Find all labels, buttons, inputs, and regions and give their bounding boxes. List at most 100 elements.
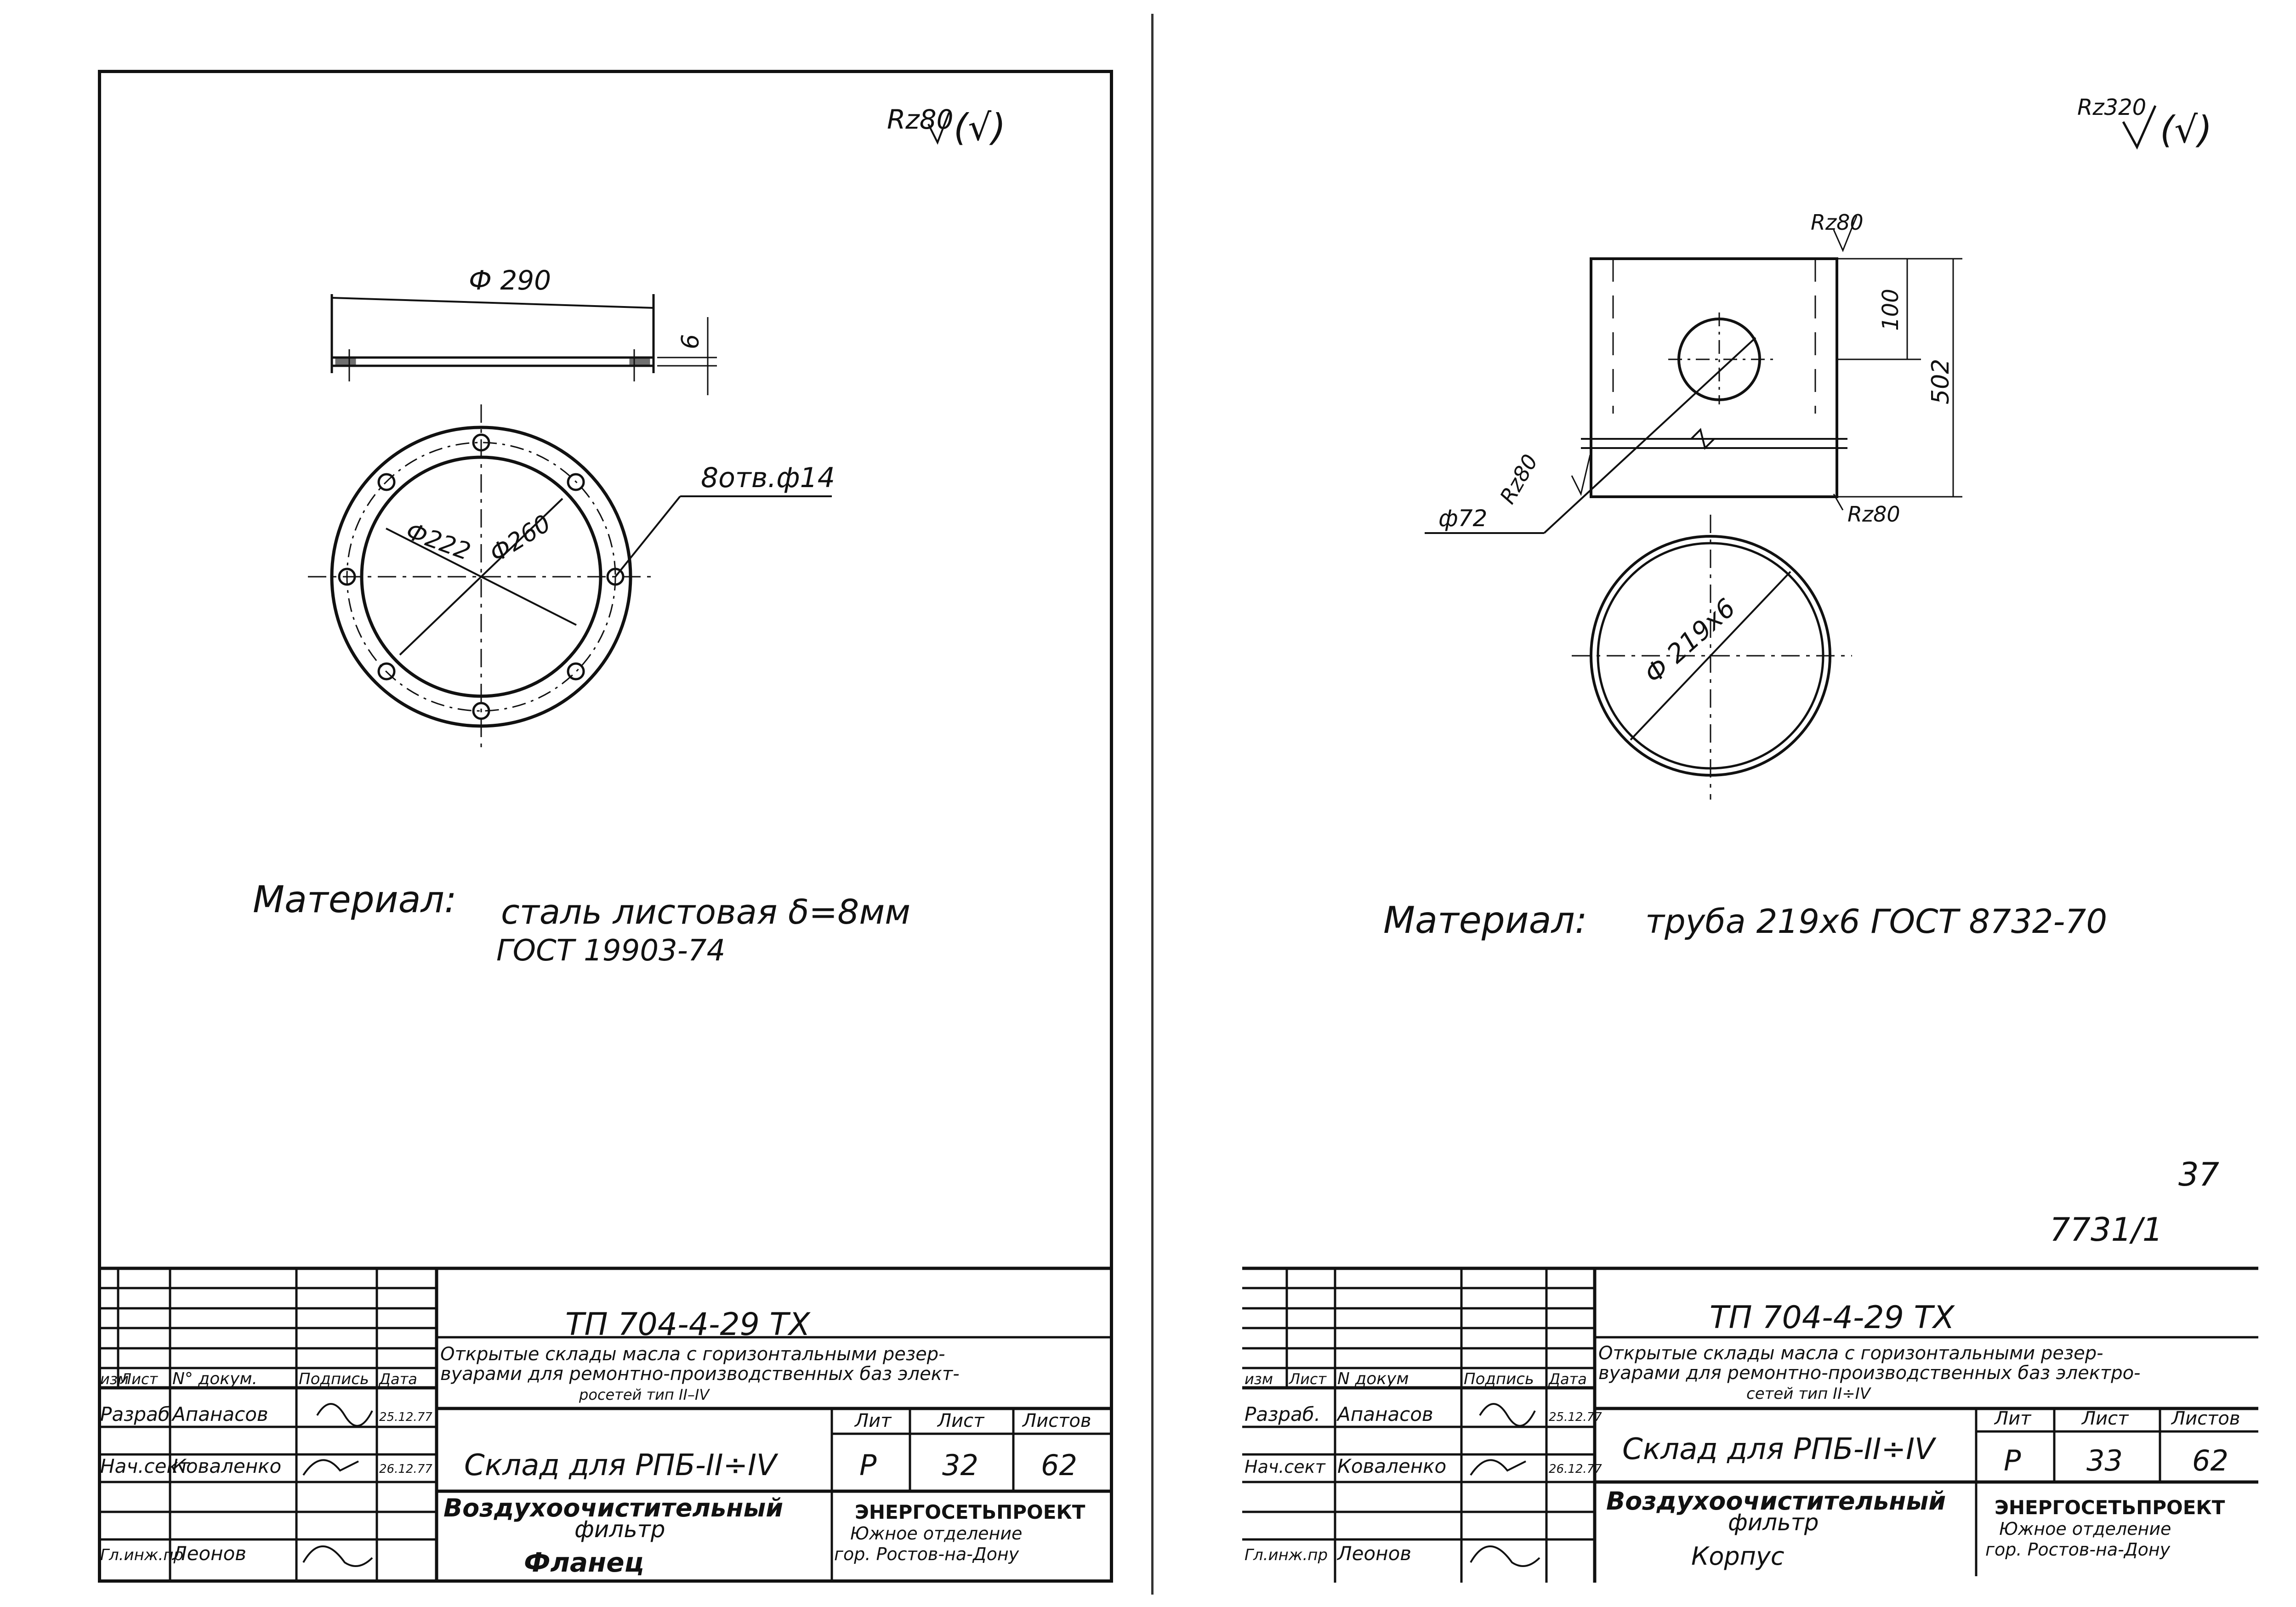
dim-inner-diameter: Ф222: [403, 517, 474, 566]
name-section-head: Коваленко: [172, 1455, 281, 1477]
hdr-izm-pipe: изм: [1245, 1370, 1273, 1388]
flange-drawing: [308, 112, 950, 749]
dim-length: 502: [1927, 359, 1955, 404]
pipe-dia-line: [1630, 571, 1791, 741]
date-developer: 25.12.77: [379, 1410, 432, 1424]
hdr-sheets: Листов: [1022, 1410, 1091, 1431]
drawing-sheet-flange: [98, 70, 1113, 1583]
bolt-hole: [567, 662, 585, 681]
material-spec-pipe: труба 219х6 ГОСТ 8732-70: [1645, 902, 2107, 941]
name-developer: Апанасов: [171, 1403, 268, 1425]
binding-divider: [1151, 14, 1154, 1595]
material-spec: сталь листовая δ=8мм: [501, 892, 910, 932]
bolt-hole: [567, 473, 585, 491]
sheet-number-pipe: 33: [2086, 1444, 2123, 1477]
hdr-sign: Подпись: [299, 1370, 369, 1388]
dim-thickness: 6: [677, 334, 705, 349]
signatures-left: [302, 1403, 373, 1567]
org-name: ЭНЕРГОСЕТЬПРОЕКТ: [855, 1501, 1085, 1523]
rz-bottom: Rz80: [1847, 502, 1900, 527]
org-department: Южное отделение: [850, 1523, 1022, 1544]
doc-code-pipe: ТП 704-4-29 ТХ: [1710, 1300, 1955, 1336]
dim-holes: 8отв.ф14: [701, 462, 835, 494]
hdr-list: Лист: [120, 1370, 158, 1388]
bolt-hole: [377, 662, 396, 681]
project-title-line3: росетей тип II–IV: [579, 1386, 710, 1403]
name-chief-engineer: Леонов: [171, 1542, 246, 1565]
dim-hole-diameter: ф72: [1438, 505, 1487, 532]
sheets-total: 62: [1041, 1448, 1077, 1482]
pipe-side-view: [1590, 257, 1838, 498]
rz-left: Rz80: [1495, 450, 1543, 508]
project-title-line2-pipe: вуарами для ремонтно-производственных ба…: [1598, 1363, 2141, 1384]
hdr-doc: N° докум.: [172, 1369, 257, 1388]
material-label-pipe: Материал:: [1383, 899, 1587, 942]
bolt-hole: [338, 568, 356, 586]
sheets-total-pipe: 62: [2192, 1444, 2228, 1477]
product-name-line1-pipe: Воздухоочистительный: [1606, 1487, 1946, 1516]
org-city: гор. Ростов-на-Дону: [834, 1544, 1019, 1564]
part-name-pipe: Корпус: [1691, 1542, 1785, 1571]
role-developer: Разраб: [100, 1403, 170, 1425]
page-number: 37: [2178, 1156, 2219, 1193]
doc-code: ТП 704-4-29 ТХ: [565, 1306, 811, 1343]
hdr-date: Дата: [378, 1370, 417, 1388]
product-name-line2-pipe: фильтр: [1728, 1509, 1819, 1536]
name-developer-pipe: Апанасов: [1336, 1403, 1433, 1425]
object-name: Склад для РПБ-II÷IV: [464, 1448, 779, 1482]
project-title-line1-pipe: Открытые склады масла с горизонтальными …: [1598, 1343, 2103, 1364]
bolt-hole: [606, 568, 625, 586]
bolt-hole: [472, 702, 490, 720]
hdr-date-pipe: Дата: [1548, 1370, 1587, 1388]
bolt-holes: [338, 433, 625, 720]
org-name-pipe: ЭНЕРГОСЕТЬПРОЕКТ: [1995, 1496, 2225, 1519]
roughness-check-pipe: (√): [2160, 108, 2212, 151]
dim-hole-offset: 100: [1878, 289, 1904, 331]
rz-top: Rz80: [1811, 210, 1864, 235]
product-name-line1: Воздухоочистительный: [443, 1493, 783, 1522]
letter-value: Р: [859, 1448, 877, 1482]
bolt-hole: [472, 433, 490, 452]
role-chief-engineer-pipe: Гл.инж.пр: [1245, 1546, 1328, 1564]
object-name-pipe: Склад для РПБ-II÷IV: [1622, 1432, 1937, 1466]
product-name-line2: фильтр: [574, 1516, 665, 1543]
date-section-head-pipe: 26.12.77: [1549, 1462, 1602, 1476]
title-block-left: [98, 1266, 1113, 1583]
org-department-pipe: Южное отделение: [1999, 1519, 2171, 1539]
bolt-circle-dia-line: [399, 498, 563, 656]
hdr-sheet: Лист: [937, 1410, 985, 1431]
hdr-doc-pipe: N докум: [1337, 1369, 1409, 1388]
hdr-lit-pipe: Лит: [1994, 1408, 2032, 1429]
title-block-right: [1242, 1266, 2258, 1583]
dim-bolt-circle: Ф260: [485, 510, 556, 568]
signature-developer: [316, 1403, 373, 1427]
signature-developer-pipe: [1479, 1403, 1536, 1427]
part-name: Фланец: [524, 1547, 644, 1578]
date-section-head: 26.12.77: [379, 1462, 432, 1476]
hdr-sign-pipe: Подпись: [1464, 1370, 1534, 1388]
hdr-list-pipe: Лист: [1289, 1370, 1327, 1388]
signature-chief-engineer: [302, 1545, 373, 1567]
flange-side-view: [330, 356, 655, 367]
signature-chief-engineer-pipe: [1470, 1545, 1540, 1567]
project-title-line3-pipe: сетей тип II÷IV: [1746, 1385, 1872, 1403]
role-section-head: Нач.сект: [100, 1455, 190, 1477]
hdr-sheet-pipe: Лист: [2081, 1408, 2129, 1429]
letter-value-pipe: Р: [2004, 1444, 2021, 1477]
signature-section-head: [302, 1459, 359, 1476]
roughness-label: Rz80: [887, 104, 954, 135]
project-title-line1: Открытые склады масла с горизонтальными …: [440, 1344, 945, 1365]
inventory-number: 7731/1: [2050, 1211, 2163, 1249]
roughness-check: (√): [954, 106, 1006, 149]
signature-section-head-pipe: [1470, 1459, 1526, 1476]
name-chief-engineer-pipe: Леонов: [1336, 1542, 1411, 1565]
hdr-lit: Лит: [854, 1410, 892, 1431]
signatures-right: [1470, 1403, 1540, 1567]
role-chief-engineer: Гл.инж.пр: [100, 1546, 183, 1564]
name-section-head-pipe: Коваленко: [1337, 1455, 1446, 1477]
role-developer-pipe: Разраб.: [1245, 1403, 1320, 1425]
hdr-izm: изм: [100, 1370, 129, 1388]
date-developer-pipe: 25.12.77: [1549, 1410, 1602, 1424]
dim-line-outer: [331, 297, 654, 309]
